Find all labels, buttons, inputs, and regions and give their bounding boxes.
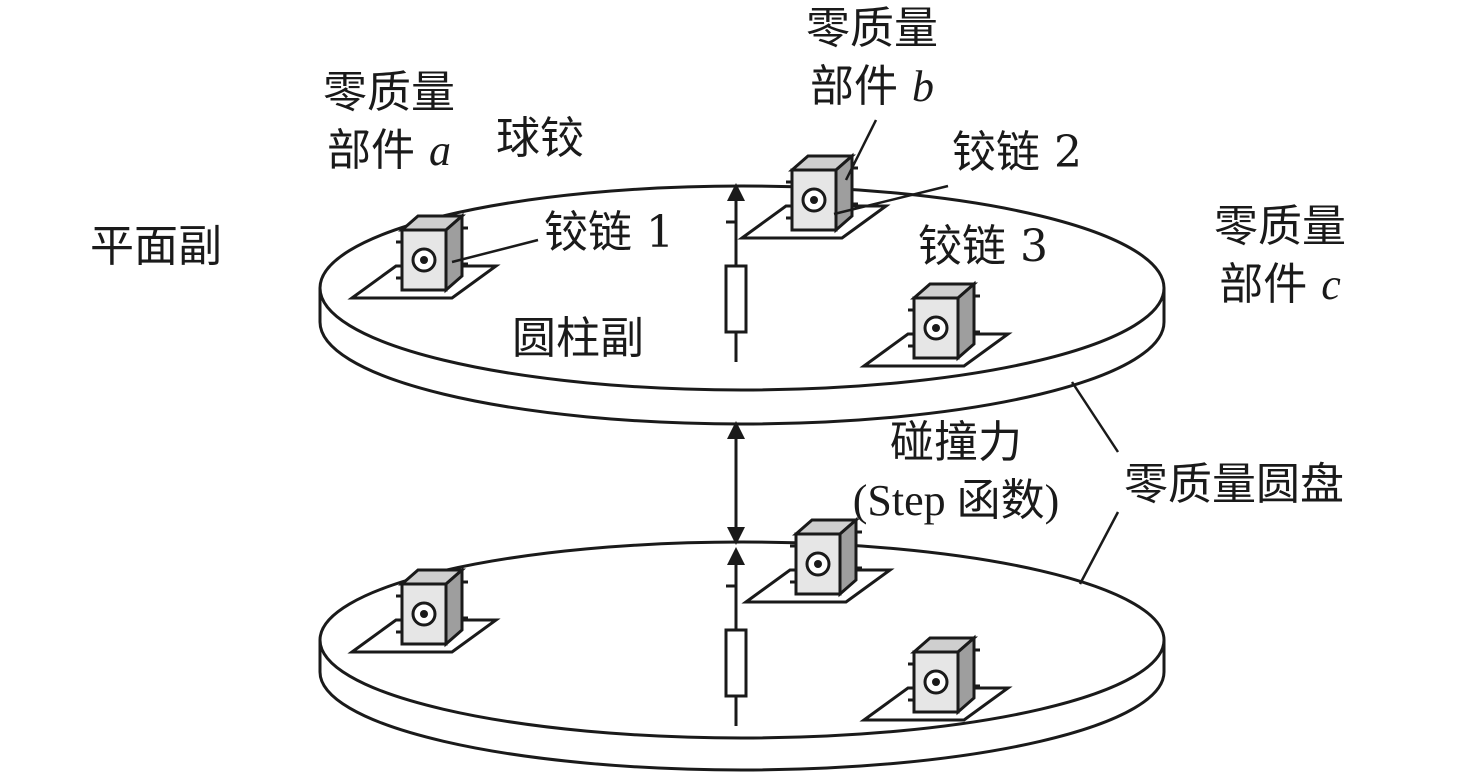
leader-part-b [844, 119, 878, 181]
label-planar-pair: 平面副 [90, 221, 222, 272]
part-b-letter: b [912, 62, 934, 111]
label-hinge-2: 铰链 2 [952, 127, 1082, 178]
leader-disk-upper [1070, 381, 1120, 453]
leader-disk-lower [1078, 511, 1120, 585]
label-cylindrical-pair: 圆柱副 [512, 313, 644, 364]
leader-hinge-1 [451, 238, 539, 264]
part-c-line2: 部件 [1219, 259, 1308, 310]
part-c-letter: c [1321, 260, 1341, 309]
label-hinge-1: 铰链 1 [544, 207, 674, 258]
label-spherical-joint: 球铰 [496, 113, 584, 164]
collision-force-line1: 碰撞力 [890, 417, 1022, 468]
part-a-line1: 零质量 [323, 67, 455, 118]
label-collision-force: 碰撞力 (Step 函数) [826, 414, 1086, 530]
part-a-letter: a [429, 126, 451, 175]
label-hinge-3: 铰链 3 [918, 221, 1048, 272]
part-b-line1: 零质量 [806, 3, 938, 54]
part-b-line2: 部件 [810, 61, 898, 112]
leader-lines [451, 119, 1120, 585]
leader-hinge-2 [833, 184, 949, 216]
label-zero-mass-part-c: 零质量 部件 c [1196, 198, 1364, 314]
part-c-line1: 零质量 [1214, 201, 1346, 252]
label-zero-mass-part-a: 零质量 部件 a [308, 64, 470, 180]
label-zero-mass-part-b: 零质量 部件 b [788, 0, 956, 116]
label-zero-mass-disk: 零质量圆盘 [1124, 459, 1344, 510]
collision-force-line2: (Step 函数) [852, 476, 1060, 525]
part-a-line2: 部件 [327, 125, 415, 176]
